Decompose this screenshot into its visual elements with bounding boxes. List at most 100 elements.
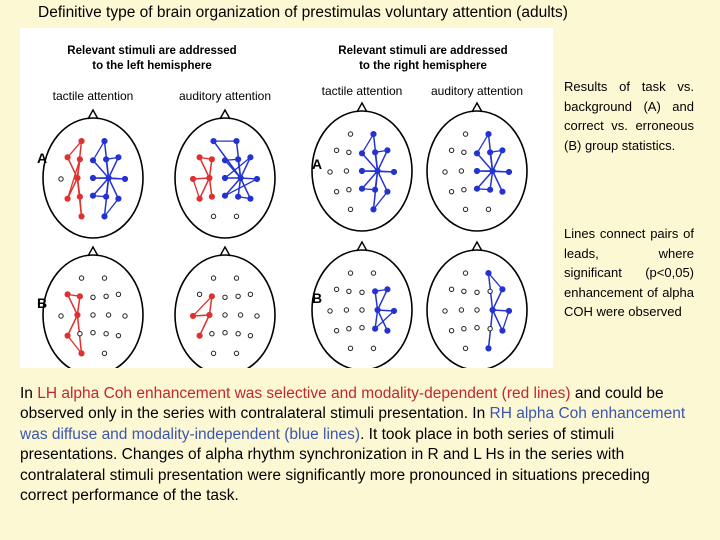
condition-label-tactile-left: tactile attention xyxy=(53,89,134,103)
electrode-dot xyxy=(473,185,481,192)
blue-coherence-line xyxy=(224,159,242,179)
red-coherence-line xyxy=(208,296,213,316)
electrode-dot xyxy=(485,206,492,213)
electrode-dot xyxy=(390,168,398,176)
blue-coherence-line xyxy=(361,152,379,172)
electrode-dot xyxy=(505,307,513,315)
blue-coherence-line xyxy=(239,157,252,179)
electrode-dot xyxy=(489,167,496,175)
electrode-dot xyxy=(253,175,261,183)
side-note-results: Results of task vs. background (A) and c… xyxy=(564,79,694,153)
electrode-dot xyxy=(505,168,513,176)
electrode-dot xyxy=(359,289,365,295)
electrode-dot xyxy=(372,288,379,295)
electrode-dot xyxy=(90,330,96,336)
electrode-dot xyxy=(448,286,455,293)
electrode-dot xyxy=(76,193,83,200)
electrode-dot xyxy=(233,138,240,145)
blue-coherence-line xyxy=(224,178,258,197)
electrode-dot xyxy=(462,131,469,137)
electrode-dot xyxy=(448,188,455,195)
head-outline xyxy=(42,117,144,239)
blue-coherence-line xyxy=(372,191,388,210)
electrode-dot xyxy=(247,195,254,202)
electrode-dot xyxy=(210,213,217,220)
condition-label-auditory-left: auditory attention xyxy=(179,89,271,103)
electrode-dot xyxy=(384,188,391,195)
red-coherence-line xyxy=(67,335,83,354)
head-outline xyxy=(311,110,413,232)
nose-marker xyxy=(219,108,231,120)
condition-label-auditory-right: auditory attention xyxy=(431,84,523,98)
electrode-dot xyxy=(247,154,254,161)
electrode-dot xyxy=(346,325,352,332)
electrode-dot xyxy=(210,275,217,281)
electrode-dot xyxy=(485,131,492,138)
red-coherence-line xyxy=(79,196,83,217)
row-label-b-right: B xyxy=(312,290,322,306)
rh-finding-text: RH alpha Coh enhancement was diffuse and… xyxy=(20,405,686,443)
nose-marker xyxy=(356,101,368,113)
electrode-dot xyxy=(370,131,377,138)
electrode-dot xyxy=(208,293,215,300)
electrode-dot xyxy=(327,308,333,314)
electrode-dot xyxy=(247,332,254,339)
head-map xyxy=(311,101,413,232)
electrode-dot xyxy=(208,193,215,200)
electrode-dot xyxy=(64,291,71,298)
electrode-dot xyxy=(233,350,240,357)
electrode-dot xyxy=(448,147,455,154)
electrode-dot xyxy=(346,186,352,193)
electrode-dot xyxy=(462,345,469,352)
electrode-dot xyxy=(461,186,467,193)
electrode-dot xyxy=(90,312,96,318)
row-label-a-right: A xyxy=(312,156,322,172)
electrode-dot xyxy=(333,147,340,154)
electrode-dot xyxy=(474,325,480,331)
blue-coherence-line xyxy=(489,170,494,190)
nose-marker xyxy=(471,101,483,113)
nose-marker xyxy=(87,245,99,257)
electrode-dot xyxy=(210,350,217,357)
electrode-dot xyxy=(374,306,381,314)
slide-title: Definitive type of brain organization of… xyxy=(38,4,568,21)
electrode-dot xyxy=(390,307,398,315)
electrode-dot xyxy=(358,167,366,175)
electrode-dot xyxy=(222,330,228,336)
electrode-dot xyxy=(487,186,494,193)
conclusion-paragraph: In LH alpha Coh enhancement was selectiv… xyxy=(20,384,700,506)
left-header-line1: Relevant stimuli are addressed xyxy=(67,45,236,57)
electrode-dot xyxy=(461,149,467,156)
electrode-dot xyxy=(64,195,71,202)
electrode-dot xyxy=(89,192,97,199)
electrode-dot xyxy=(370,345,377,352)
electrode-dot xyxy=(499,286,506,293)
electrode-dot xyxy=(196,154,203,161)
electrode-dot xyxy=(78,213,85,220)
electrode-dot xyxy=(221,157,229,164)
blue-coherence-line xyxy=(374,291,379,311)
electrode-dot xyxy=(358,150,366,157)
blue-coherence-line xyxy=(92,140,106,161)
electrode-dot xyxy=(448,327,455,334)
condition-label-tactile-right: tactile attention xyxy=(322,84,403,98)
head-outline xyxy=(174,117,276,239)
nose-marker xyxy=(87,108,99,120)
right-header-line1: Relevant stimuli are addressed xyxy=(338,45,507,57)
electrode-dot xyxy=(89,157,97,164)
blue-coherence-line xyxy=(489,152,494,172)
electrode-dot xyxy=(209,330,215,337)
blue-coherence-line xyxy=(491,170,504,192)
red-coherence-line xyxy=(192,295,213,317)
electrode-dot xyxy=(77,330,83,337)
electrode-dot xyxy=(247,291,254,298)
electrode-dot xyxy=(343,307,350,313)
right-header-line2: to the right hemisphere xyxy=(359,60,487,72)
red-coherence-line xyxy=(76,296,81,316)
electrode-dot xyxy=(462,206,469,213)
electrode-dot xyxy=(58,176,64,182)
electrode-dot xyxy=(346,149,352,156)
electrode-dot xyxy=(372,149,379,156)
electrode-dot xyxy=(485,270,492,277)
electrode-dot xyxy=(347,345,354,352)
